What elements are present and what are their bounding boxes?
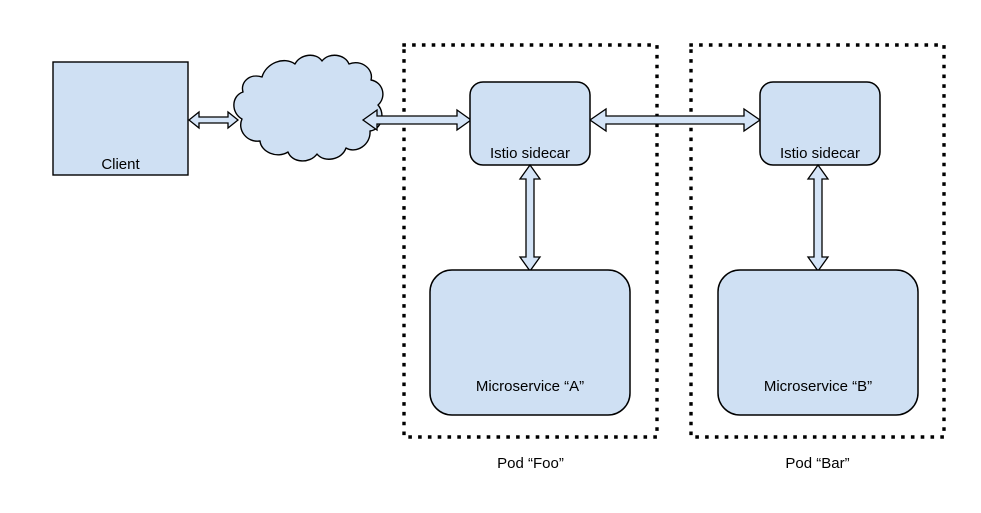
cloud-shape [233, 54, 384, 162]
microservice-a-label: Microservice “A” [475, 378, 585, 395]
istio-sidecar-b-box [759, 81, 881, 166]
arrow-sidecar-a-to-sidecar-b [588, 107, 762, 133]
arrow-sidecar-b-to-microservice-b [806, 163, 830, 273]
istio-sidecar-a-label: Istio sidecar [489, 145, 571, 162]
pod-foo-caption: Pod “Foo” [497, 455, 564, 472]
microservice-b-box [717, 269, 919, 416]
arrow-sidecar-a-to-microservice-a [518, 163, 542, 273]
microservice-a-box [429, 269, 631, 416]
client-box [52, 61, 189, 176]
client-label: Client [101, 156, 140, 173]
pod-bar-caption: Pod “Bar” [785, 455, 850, 472]
istio-sidecar-b-label: Istio sidecar [779, 145, 861, 162]
microservice-b-label: Microservice “B” [763, 378, 873, 395]
pod-foo-boundary [402, 43, 659, 439]
pod-bar-boundary [689, 43, 946, 439]
arrow-client-to-cloud [187, 110, 240, 130]
